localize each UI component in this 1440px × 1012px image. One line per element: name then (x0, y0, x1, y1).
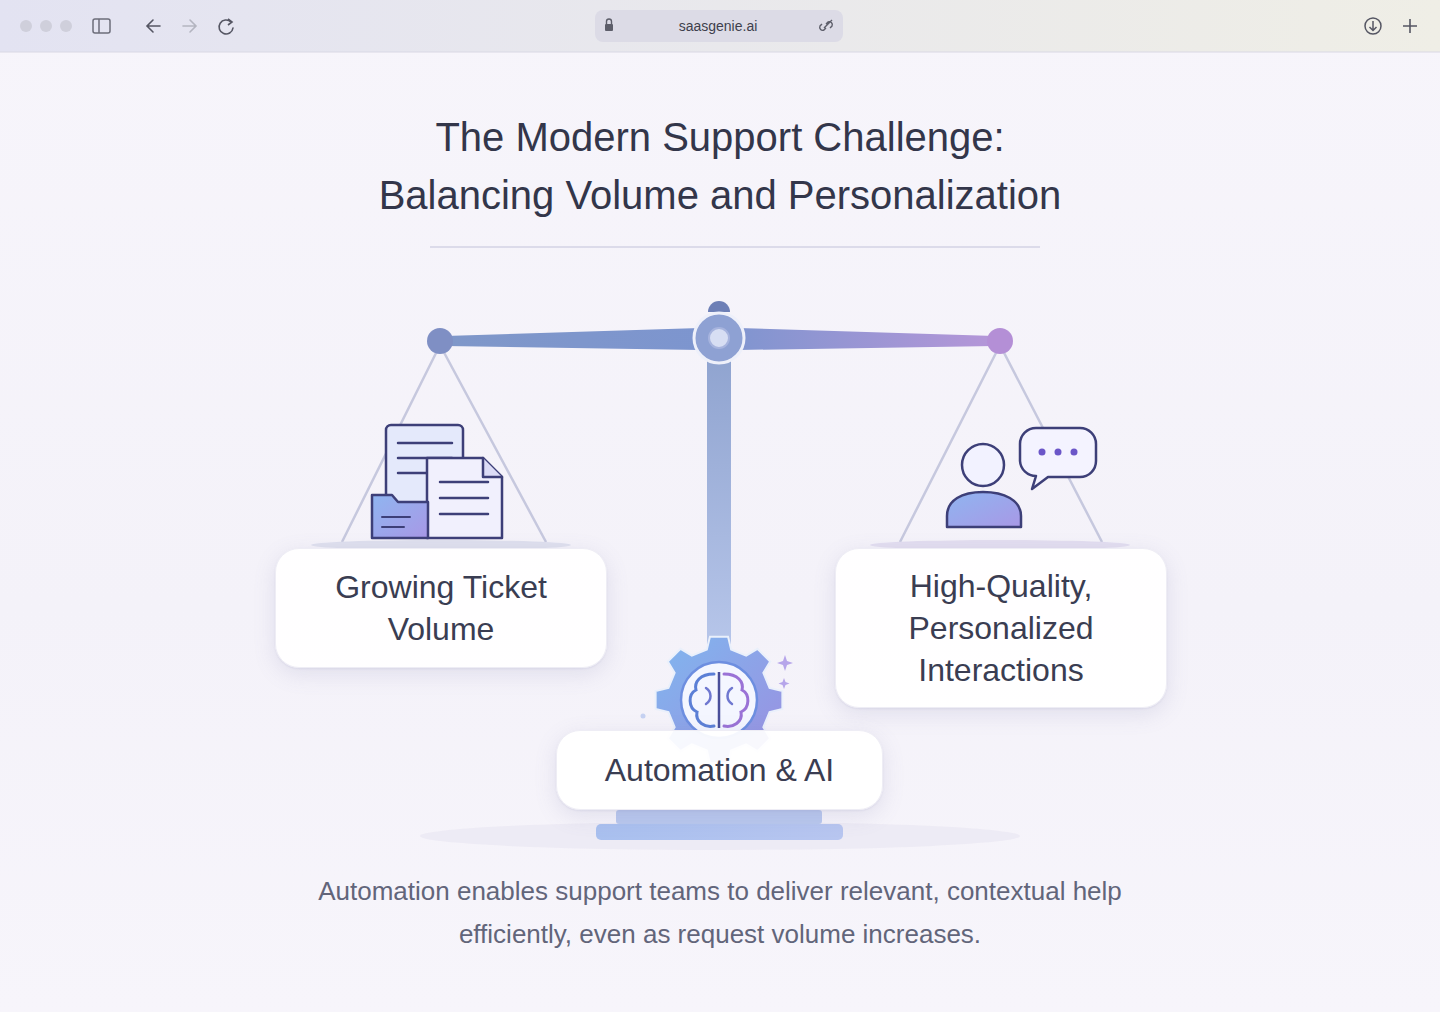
node-label: Automation & AI (605, 749, 834, 791)
node-label: High-Quality, Personalized Interactions (866, 565, 1136, 691)
weight-box: High-Quality, Personalized Interactions (835, 548, 1167, 708)
caption-text: Automation enables support teams to deli… (270, 870, 1170, 956)
node-label: Growing Ticket Volume (306, 566, 576, 650)
fulcrum-box: Automation & AI (556, 730, 883, 810)
page-title: The Modern Support Challenge: Balancing … (350, 108, 1090, 224)
weight-box: Growing Ticket Volume (275, 548, 607, 668)
url-text: saasgenie.ai (620, 16, 816, 36)
